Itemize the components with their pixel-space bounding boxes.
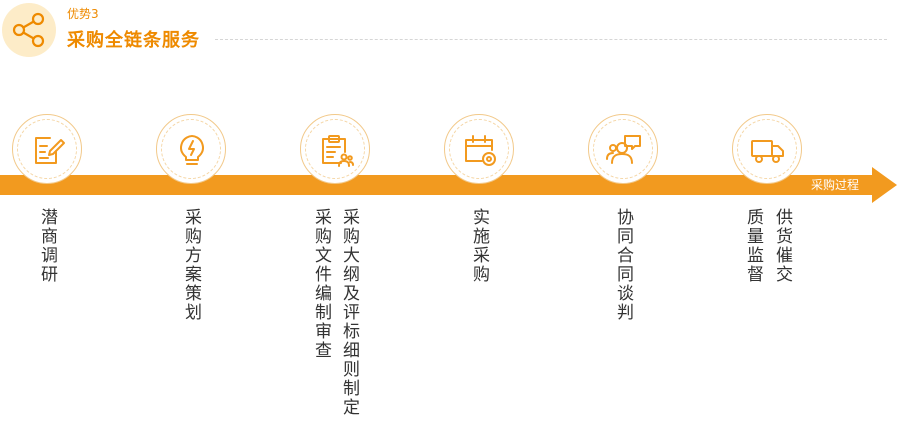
delivery-truck-icon xyxy=(751,140,784,163)
step-label-implement: 实施采购 xyxy=(469,208,489,284)
step-icon-negotiation xyxy=(588,114,658,184)
step-label-negotiation: 协同合同谈判 xyxy=(613,208,633,322)
step-icon-implement xyxy=(444,114,514,184)
process-arrow-label: 采购过程 xyxy=(811,178,860,192)
calendar-gear-icon xyxy=(465,135,496,166)
step-label-market-research: 潜商调研 xyxy=(37,208,57,284)
edit-document-icon xyxy=(35,137,65,164)
step-label-documents: 采购文件编制审查 xyxy=(311,208,331,360)
logo-badge xyxy=(2,3,56,57)
step-icon-documents xyxy=(300,114,370,184)
step-label-outline: 采购大纲及评标细则制定 xyxy=(339,208,359,417)
step-label-plan: 采购方案策划 xyxy=(181,208,201,322)
people-chat-icon xyxy=(606,135,641,164)
network-nodes-icon xyxy=(12,12,45,48)
step-icon-delivery xyxy=(732,114,802,184)
step-icon-market-research xyxy=(12,114,82,184)
advantage-tag: 优势3 xyxy=(67,7,99,21)
step-icon-plan xyxy=(156,114,226,184)
title-divider xyxy=(215,39,887,40)
section-title: 采购全链条服务 xyxy=(67,30,200,51)
lightbulb-icon xyxy=(180,135,204,165)
step-label-quality: 质量监督 xyxy=(743,208,763,284)
process-arrow xyxy=(0,167,897,203)
step-label-delivery: 供货催交 xyxy=(772,208,792,284)
clipboard-people-icon xyxy=(322,135,354,167)
